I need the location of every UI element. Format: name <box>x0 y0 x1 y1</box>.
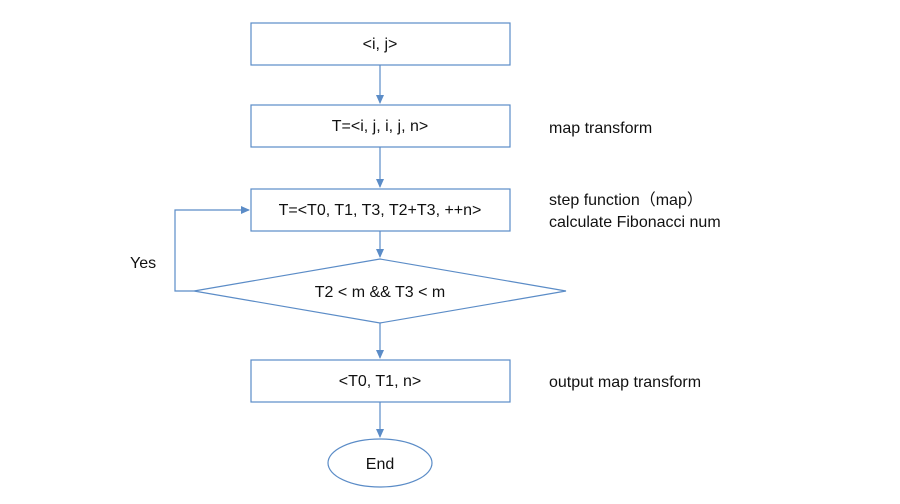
input-box <box>250 22 511 66</box>
end-ellipse <box>327 438 433 488</box>
input-label: <i, j> <box>363 36 398 53</box>
output-label: <T0, T1, n> <box>339 373 421 390</box>
map-annotation: map transform <box>549 120 652 137</box>
step-node: T=<T0, T1, T3, T2+T3, ++n> <box>250 188 511 232</box>
output-box <box>250 359 511 403</box>
step-annotation-line2: calculate Fibonacci num <box>549 214 721 231</box>
condition-label: T2 < m && T3 < m <box>315 284 445 301</box>
map-node: T=<i, j, i, j, n> <box>250 104 511 148</box>
step-label: T=<T0, T1, T3, T2+T3, ++n> <box>279 202 482 219</box>
loop-yes-label: Yes <box>130 255 156 272</box>
input-node: <i, j> <box>250 22 511 66</box>
output-annotation: output map transform <box>549 374 701 391</box>
map-box <box>250 104 511 148</box>
map-label: T=<i, j, i, j, n> <box>332 118 428 135</box>
condition-node: T2 < m && T3 < m <box>193 258 567 324</box>
end-label: End <box>366 456 394 473</box>
edge-loop-back <box>174 206 250 292</box>
step-annotation-line1: step function（map） <box>549 191 703 209</box>
end-node: End <box>327 438 433 488</box>
step-box <box>250 188 511 232</box>
output-node: <T0, T1, n> <box>250 359 511 403</box>
